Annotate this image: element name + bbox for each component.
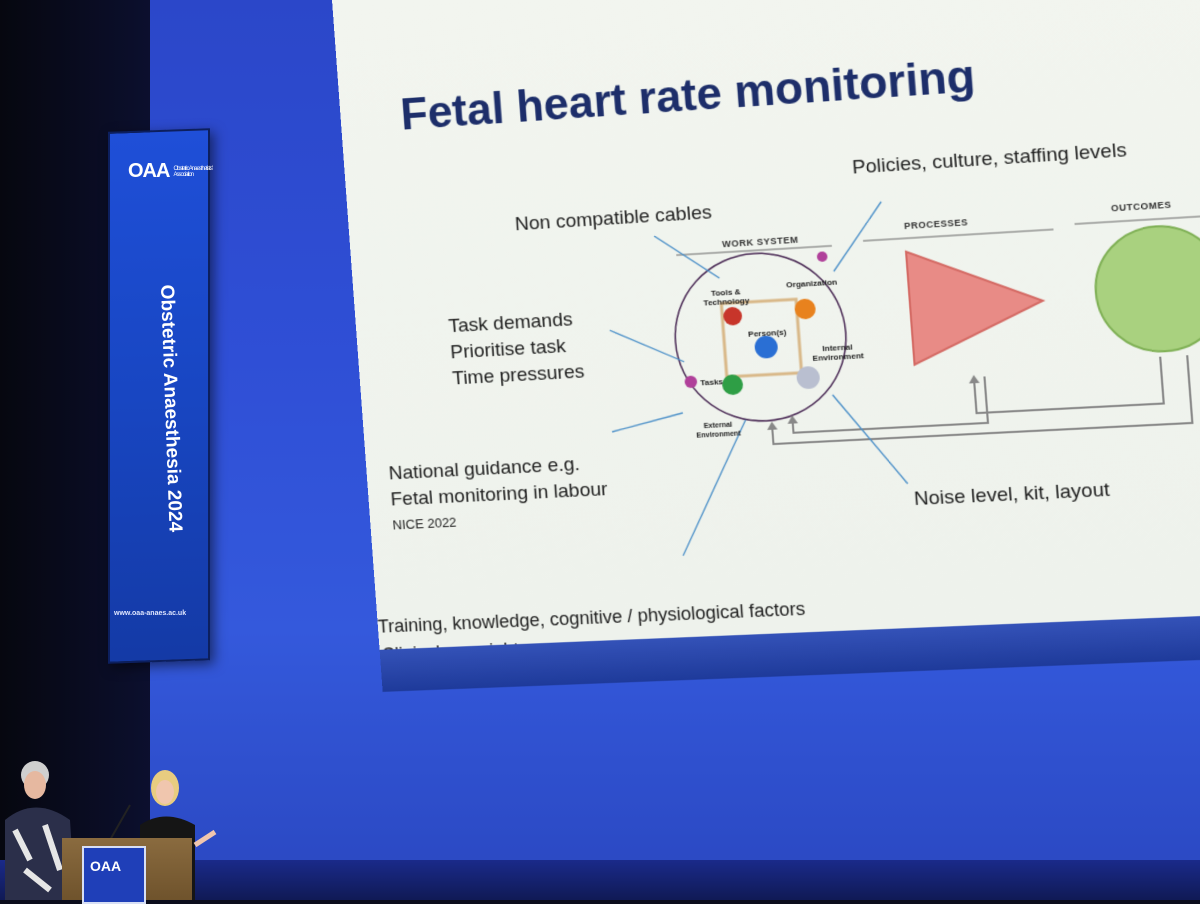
arrow-to-noise	[833, 391, 908, 487]
stage-floor	[0, 860, 1200, 900]
arrow-to-cables	[654, 232, 719, 281]
sphere-tools	[722, 306, 743, 326]
arrow-to-policies	[829, 202, 886, 272]
sphere-tasks	[721, 373, 744, 396]
speaker-1-body	[5, 807, 75, 900]
feedback-arrowhead-3	[766, 421, 778, 431]
label-tools: Tools & Technology	[703, 287, 750, 308]
sphere-small-top	[816, 251, 828, 263]
processes-triangle	[906, 244, 1047, 365]
sphere-person	[753, 335, 779, 359]
outcomes-line	[1075, 213, 1200, 224]
label-tasks: Tasks	[699, 377, 724, 388]
speaker-2-hand	[193, 829, 217, 848]
speaker-2-face	[156, 780, 174, 804]
label-external-env: External Environment	[696, 421, 742, 440]
feedback-arrow-1	[790, 376, 988, 432]
banner-url: www.oaa-anaes.ac.uk	[114, 610, 187, 617]
banner-logo-text: OAA	[128, 160, 170, 182]
arrow-to-tasks	[610, 326, 684, 365]
arrow-to-guidance	[611, 413, 684, 432]
arrow-to-training	[673, 420, 755, 556]
speaker-1-face	[24, 771, 46, 799]
slide: Fetal heart rate monitoring Non compatib…	[332, 0, 1200, 665]
banner-logo-subtext: Obstetric Anaesthetists' Association	[173, 165, 213, 178]
podium-logo: OAA	[90, 858, 122, 874]
seips-diagram	[332, 0, 1200, 650]
speaker-1-pattern	[12, 824, 63, 893]
microphone	[109, 804, 131, 841]
processes-line	[863, 229, 1053, 240]
speakers	[5, 761, 217, 900]
sphere-internal	[795, 365, 821, 390]
feedback-arrow-2	[973, 357, 1164, 413]
projection-screen: Fetal heart rate monitoring Non compatib…	[332, 0, 1200, 695]
outcomes-circle	[1091, 223, 1200, 355]
podium-panel	[82, 846, 146, 904]
banner-title: Obstetric Anaesthesia 2024	[155, 284, 186, 533]
feedback-arrowhead-2	[968, 374, 980, 384]
label-internal-env: Internal Environment	[812, 342, 865, 363]
